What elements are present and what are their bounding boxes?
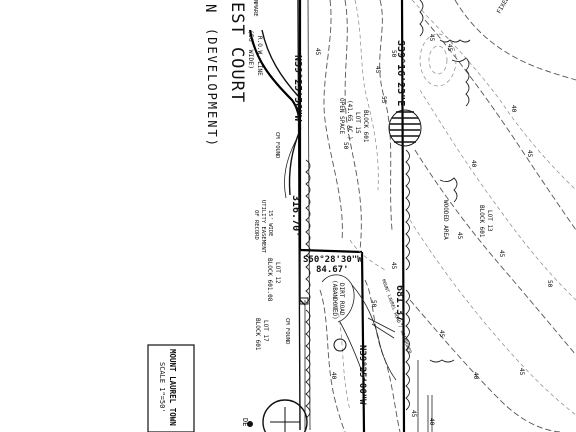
cross-bearing: S50°28'30"W <box>303 255 363 265</box>
scale-label: SCALE 1"=50' <box>158 362 166 413</box>
contour-elevation-label: 40 <box>330 372 337 380</box>
contour-elevation-label: 40 <box>428 418 435 426</box>
west-line-distance: 316.70' <box>290 195 301 237</box>
manhole-symbols <box>247 297 347 432</box>
easement-label-1: 15' WIDE <box>267 210 273 237</box>
contour-elevation-label: 50 <box>546 280 553 288</box>
contour-elevation-label: 40 <box>470 160 477 168</box>
bottom-left-fragment: DE <box>241 418 249 426</box>
contour-elevation-label: 45 <box>390 262 397 270</box>
lot-12-label: LOT 12 <box>274 262 281 284</box>
easement-label-3: OF RECORD <box>253 210 259 240</box>
lot-17-label: LOT 17 <box>262 320 269 342</box>
row-line-label: R.O.W. LINE <box>256 36 263 76</box>
contour-elevation-label: 50 <box>342 142 349 150</box>
street-status: (DEVELOPMENT) <box>205 28 219 148</box>
contour-elevation-label: 55 <box>380 96 387 104</box>
contour-elevation-label: 50 <box>370 300 377 308</box>
row-width: (50' WIDE) <box>247 30 255 69</box>
cm-found-label-2: CM FOUND <box>284 318 290 345</box>
dirt-road <box>321 274 397 381</box>
left-fragment: NMARE <box>252 0 258 17</box>
contour-elevation-label: 45 <box>456 232 463 240</box>
contour-elevation-label: 45 <box>518 368 525 376</box>
contour-elevation-label: 45 <box>526 150 533 158</box>
east-line-distance: 681.37' <box>394 285 405 327</box>
east-line-bearing: S39°16'23"E <box>395 40 406 106</box>
area-label: (41.65 AC.) <box>346 100 353 140</box>
south-line-bearing: N39°25'00"W <box>357 345 367 405</box>
contour-elevation-label: 45 <box>410 410 417 418</box>
contour-elevation-label: 45 <box>438 330 445 338</box>
township-title: MOUNT LAUREL TOWN <box>168 349 177 426</box>
contour-elevation-label: 45 <box>374 66 381 74</box>
contour-elevation-labels: 45 45 50 45 45 40 45 50 55 45 40 45 50 45 40 45 50 45 40 40… <box>314 34 553 426</box>
block-601-b-label: BLOCK 601 <box>478 205 485 238</box>
contour-elevation-label: 45 <box>498 250 505 258</box>
tree-line-east <box>405 0 471 411</box>
wooded-area-label: WOODED AREA <box>442 200 449 240</box>
open-space-label: OPEN SPACE <box>338 98 345 135</box>
contour-lines <box>319 0 576 432</box>
depression-hatch <box>388 33 457 147</box>
easement-label-2: UTILITY EASEMENT <box>260 200 266 254</box>
contour-elevation-label: 45 <box>314 48 321 56</box>
street-prefix: N <box>202 4 218 12</box>
contour-elevation-label: 45 <box>428 34 435 42</box>
street-name: EST COURT <box>227 2 247 103</box>
block-601-08-label: BLOCK 601.08 <box>266 258 273 302</box>
cross-distance: 84.67' <box>316 265 349 275</box>
west-line-bearing: N39°25'56"W <box>292 55 303 122</box>
title-block <box>147 344 195 432</box>
dirt-road-label: DIRT ROAD <box>338 283 345 316</box>
contour-elevation-label: 40 <box>472 372 479 380</box>
block-601-label: BLOCK 601 <box>362 110 369 143</box>
contour-elevation-label: 45 <box>446 44 453 52</box>
dirt-road-status: (ABANDONED) <box>331 280 338 320</box>
lot-13-label: LOT 13 <box>486 210 493 232</box>
contour-elevation-label: 40 <box>510 105 517 113</box>
contour-elevation-label: 50 <box>390 50 397 58</box>
tree-line-west <box>305 159 311 419</box>
cm-found-label: CM FOUND <box>274 132 280 159</box>
lot-15-label: LOT 15 <box>354 112 361 134</box>
block-601-c-label: BLOCK 601 <box>254 318 261 351</box>
